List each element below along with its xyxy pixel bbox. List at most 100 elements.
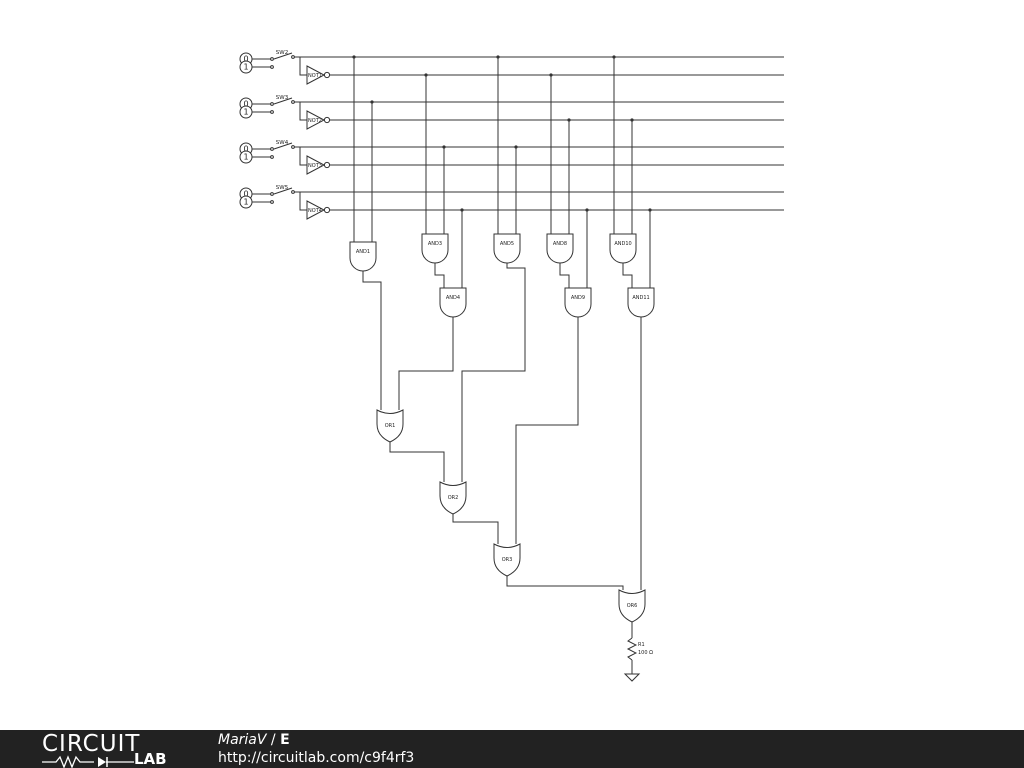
logo-waveform-icon: [42, 755, 134, 768]
switch-contact: [270, 200, 274, 204]
junction-dot: [352, 55, 356, 59]
source-one-label: 1: [243, 153, 248, 162]
junction-dot: [424, 73, 428, 77]
or-gate: [493, 543, 521, 577]
not-gate: [306, 200, 326, 220]
not-gate: [306, 110, 326, 130]
not-gate: [306, 65, 326, 85]
wire: [622, 263, 633, 288]
and-gate: [546, 233, 574, 264]
and-gate: [493, 233, 521, 264]
junction-dot: [630, 118, 634, 122]
junction-dot: [567, 118, 571, 122]
resistor-value: 100 Ω: [638, 650, 653, 656]
schematic-canvas: 01SW2NOT101SW3NOT201SW4NOT301SW5NOT4AND1…: [239, 50, 784, 682]
junction-dot: [442, 145, 446, 149]
switch-lever: [273, 187, 293, 195]
junction-dot: [514, 145, 518, 149]
junction-dot: [549, 73, 553, 77]
or-gate-label: OR6: [627, 603, 638, 609]
footer-bar: CIRCUIT LAB MariaV / E http://circuitlab…: [0, 730, 1024, 768]
switch-lever: [273, 97, 293, 105]
and-gate: [627, 287, 655, 318]
wire: [299, 192, 307, 211]
or-gate: [439, 481, 467, 515]
circuit-title[interactable]: E: [280, 732, 290, 748]
wire: [434, 263, 445, 288]
or-gate-label: OR3: [502, 557, 513, 563]
switch-label: SW3: [276, 95, 289, 101]
ground-icon: [623, 673, 641, 682]
source-zero-label: 0: [243, 190, 248, 199]
or-gate: [376, 409, 404, 443]
circuit-meta: MariaV / E http://circuitlab.com/c9f4rf3: [218, 731, 414, 767]
and-gate-label: AND4: [446, 295, 460, 301]
switch-pivot: [291, 55, 295, 59]
junction-dot: [370, 100, 374, 104]
switch-label: SW5: [276, 185, 289, 191]
title-separator: /: [266, 732, 281, 748]
switch-contact: [270, 155, 274, 159]
wire: [559, 263, 570, 288]
and-gate-label: AND9: [571, 295, 585, 301]
logo-text-lab: LAB: [134, 750, 167, 768]
wire: [515, 317, 579, 544]
or-gate-label: OR2: [448, 495, 459, 501]
and-gate: [349, 241, 377, 272]
and-gate-label: AND1: [356, 249, 370, 255]
wire: [398, 317, 454, 410]
switch-contact: [270, 102, 274, 106]
source-one-label: 1: [243, 108, 248, 117]
or-gate: [618, 589, 646, 623]
not-gate-label: NOT4: [308, 208, 322, 214]
circuit-url-link[interactable]: http://circuitlab.com/c9f4rf3: [218, 750, 415, 766]
not-gate-label: NOT1: [308, 73, 322, 79]
not-bubble: [323, 71, 331, 79]
and-gate-label: AND10: [614, 241, 631, 247]
circuitlab-logo[interactable]: CIRCUIT LAB: [42, 731, 182, 768]
source-zero-label: 0: [243, 145, 248, 154]
junction-dot: [460, 208, 464, 212]
source-one-icon: [239, 195, 253, 209]
author-link[interactable]: MariaV: [218, 732, 267, 748]
wire: [299, 147, 307, 166]
junction-dot: [612, 55, 616, 59]
not-bubble: [323, 206, 331, 214]
switch-contact: [270, 192, 274, 196]
switch-contact: [270, 65, 274, 69]
and-gate: [439, 287, 467, 318]
not-gate-label: NOT3: [308, 163, 322, 169]
resistor-name: R1: [638, 642, 645, 648]
and-gate-label: AND11: [632, 295, 649, 301]
not-gate-label: NOT2: [308, 118, 322, 124]
and-gate: [421, 233, 449, 264]
source-one-icon: [239, 105, 253, 119]
source-one-label: 1: [243, 63, 248, 72]
or-gate-label: OR1: [385, 423, 396, 429]
switch-pivot: [291, 190, 295, 194]
not-gate: [306, 155, 326, 175]
junction-dot: [585, 208, 589, 212]
wire: [506, 576, 624, 590]
logo-text-circuit: CIRCUIT: [42, 731, 141, 757]
junction-dot: [648, 208, 652, 212]
switch-contact: [270, 147, 274, 151]
and-gate-label: AND3: [428, 241, 442, 247]
switch-contact: [270, 110, 274, 114]
source-zero-label: 0: [243, 55, 248, 64]
not-bubble: [323, 161, 331, 169]
wire: [452, 514, 499, 544]
resistor-icon: [626, 637, 638, 661]
not-bubble: [323, 116, 331, 124]
switch-pivot: [291, 145, 295, 149]
switch-label: SW4: [276, 140, 289, 146]
source-one-label: 1: [243, 198, 248, 207]
wire: [461, 263, 526, 482]
switch-contact: [270, 57, 274, 61]
junction-dot: [496, 55, 500, 59]
switch-lever: [273, 142, 293, 150]
switch-pivot: [291, 100, 295, 104]
switch-lever: [273, 52, 293, 60]
source-one-icon: [239, 60, 253, 74]
source-one-icon: [239, 150, 253, 164]
